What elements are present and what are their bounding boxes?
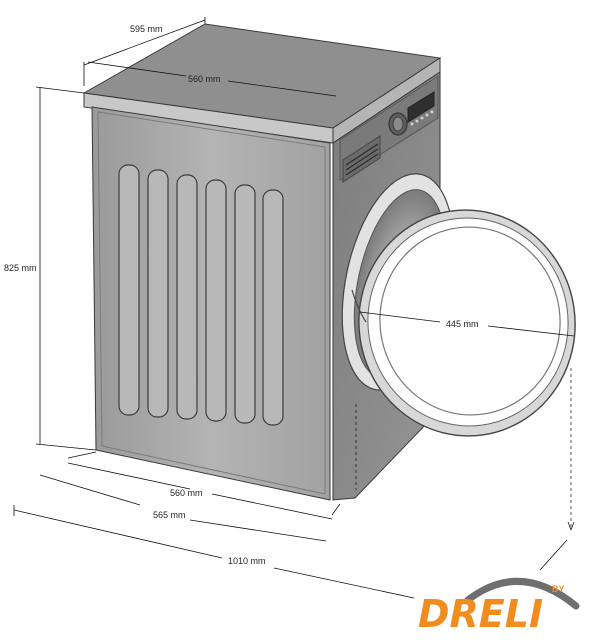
drawer-slots — [345, 143, 379, 176]
dim-door-diameter-label: 445 mm — [446, 319, 479, 329]
side-rib — [118, 164, 140, 416]
dim-base-width-label: 560 mm — [170, 488, 203, 498]
side-panel-inset — [97, 111, 326, 495]
side-rib — [176, 174, 198, 420]
dim-top-width-label: 560 mm — [188, 74, 221, 84]
dim-height-label: 825 mm — [4, 263, 37, 273]
logo-by: BY — [552, 584, 565, 594]
dimension-labels: 595 mm 560 mm 825 mm 560 mm 565 mm 1010 … — [4, 24, 479, 566]
side-rib — [147, 169, 169, 418]
side-ribs — [118, 164, 284, 426]
side-rib — [234, 184, 256, 424]
dimension-lines — [13, 17, 575, 599]
program-knob — [388, 112, 408, 136]
dim-top-depth-label: 595 mm — [130, 24, 163, 34]
dim-base-width-outer-label: 565 mm — [153, 510, 186, 520]
door — [351, 209, 576, 437]
dim-depth-label: 1010 mm — [228, 556, 266, 566]
side-rib — [205, 179, 227, 422]
door-glass — [379, 226, 561, 416]
logo-swoosh — [464, 578, 580, 610]
display-panel — [407, 91, 435, 123]
side-rib — [262, 189, 284, 426]
door-hinge — [351, 289, 367, 323]
logo-text: DRELI — [418, 592, 543, 636]
dreli-logo: DRELI BY — [418, 578, 580, 636]
control-buttons — [410, 110, 434, 126]
